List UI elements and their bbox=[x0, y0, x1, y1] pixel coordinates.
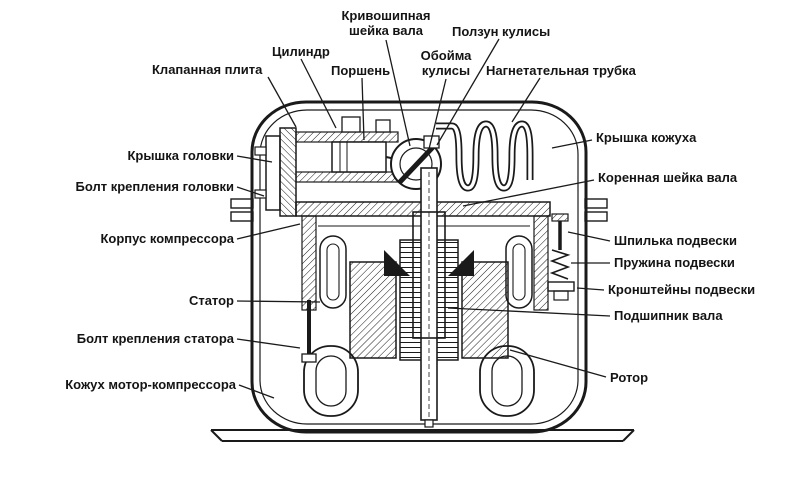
leader-lines bbox=[236, 38, 611, 399]
label-crank-pin: Кривошипная шейка вала bbox=[341, 8, 431, 38]
label-slide-ring: Обойма кулисы bbox=[420, 48, 472, 78]
leader-crank-pin bbox=[385, 39, 411, 147]
head-bolt-bottom bbox=[254, 189, 267, 199]
crank-slide-bar bbox=[397, 144, 436, 185]
leader-head-bolt bbox=[236, 186, 265, 197]
leader-cylinder bbox=[300, 58, 337, 129]
label-casing-cover: Крышка кожуха bbox=[596, 130, 697, 145]
leader-rotor bbox=[509, 349, 607, 378]
discharge-tube-coil bbox=[436, 120, 534, 192]
label-suspension-spring: Пружина подвески bbox=[614, 255, 735, 270]
label-valve-plate: Клапанная плита bbox=[152, 62, 263, 77]
label-suspension-stud: Шпилька подвески bbox=[614, 233, 737, 248]
leader-head-cover bbox=[236, 155, 273, 163]
leader-suspension-brackets bbox=[576, 287, 605, 291]
winding-loop-right-upper bbox=[505, 235, 533, 309]
label-suspension-brackets: Кронштейны подвески bbox=[608, 282, 756, 297]
stator-assembly bbox=[301, 235, 535, 417]
label-cylinder: Цилиндр bbox=[272, 44, 330, 59]
label-motor-casing: Кожух мотор-компрессора bbox=[65, 377, 236, 392]
leader-valve-plate bbox=[267, 76, 297, 128]
winding-loop-left-upper bbox=[319, 235, 347, 309]
label-slider: Ползун кулисы bbox=[452, 24, 551, 39]
base-plate bbox=[210, 429, 635, 442]
label-main-journal: Коренная шейка вала bbox=[598, 170, 738, 185]
counterweight-wedges bbox=[384, 250, 474, 276]
head-bolt-top bbox=[254, 146, 267, 156]
leader-stator bbox=[236, 300, 321, 303]
label-stator-bolt: Болт крепления статора bbox=[76, 331, 234, 346]
leader-shaft-bearing bbox=[447, 307, 611, 317]
oil-pickup-tube bbox=[424, 419, 434, 428]
leader-suspension-stud bbox=[567, 231, 611, 242]
motor-compressor-casing bbox=[230, 100, 608, 434]
leader-casing-cover bbox=[551, 139, 593, 149]
label-discharge-tube: Нагнетательная трубка bbox=[486, 63, 636, 78]
label-rotor: Ротор bbox=[610, 370, 649, 385]
head-cover-part bbox=[265, 135, 281, 211]
winding-loop-right-lower bbox=[479, 345, 535, 417]
label-compressor-body: Корпус компрессора bbox=[100, 231, 234, 246]
leader-stator-bolt bbox=[236, 338, 301, 349]
cylinder-top-block bbox=[341, 116, 361, 133]
winding-loop-left-lower bbox=[303, 345, 359, 417]
leader-discharge-tube bbox=[511, 77, 541, 123]
casing-lug-left bbox=[230, 198, 254, 222]
leader-piston bbox=[361, 77, 365, 141]
cylinder-top-fitting bbox=[375, 119, 391, 133]
label-head-cover: Крышка головки bbox=[127, 148, 234, 163]
leader-compressor-body bbox=[236, 223, 301, 240]
label-shaft-bearing: Подшипник вала bbox=[614, 308, 723, 323]
leader-slide-ring bbox=[428, 78, 447, 150]
shaft-assembly bbox=[412, 167, 446, 428]
piston-part bbox=[331, 141, 387, 173]
stator-core-left bbox=[349, 261, 397, 359]
leader-main-journal bbox=[462, 179, 595, 207]
cylinder-wall-bottom bbox=[295, 171, 399, 183]
cylinder-assembly bbox=[254, 116, 399, 217]
leader-motor-casing bbox=[238, 384, 275, 399]
suspension-spring-part bbox=[549, 249, 571, 280]
valve-plate-part bbox=[279, 127, 297, 217]
label-piston: Поршень bbox=[331, 63, 391, 78]
leader-slider bbox=[436, 38, 500, 146]
suspension-assembly bbox=[547, 213, 575, 301]
label-stator: Статор bbox=[188, 293, 234, 308]
shaft-bearing-sleeve bbox=[412, 211, 446, 339]
label-head-bolt: Болт крепления головки bbox=[75, 179, 234, 194]
stator-bolt-head bbox=[301, 353, 317, 363]
cylinder-wall-top bbox=[295, 131, 399, 143]
suspension-bracket-part bbox=[547, 281, 575, 292]
casing-lug-right bbox=[584, 198, 608, 222]
slide-ring-part bbox=[399, 147, 433, 181]
